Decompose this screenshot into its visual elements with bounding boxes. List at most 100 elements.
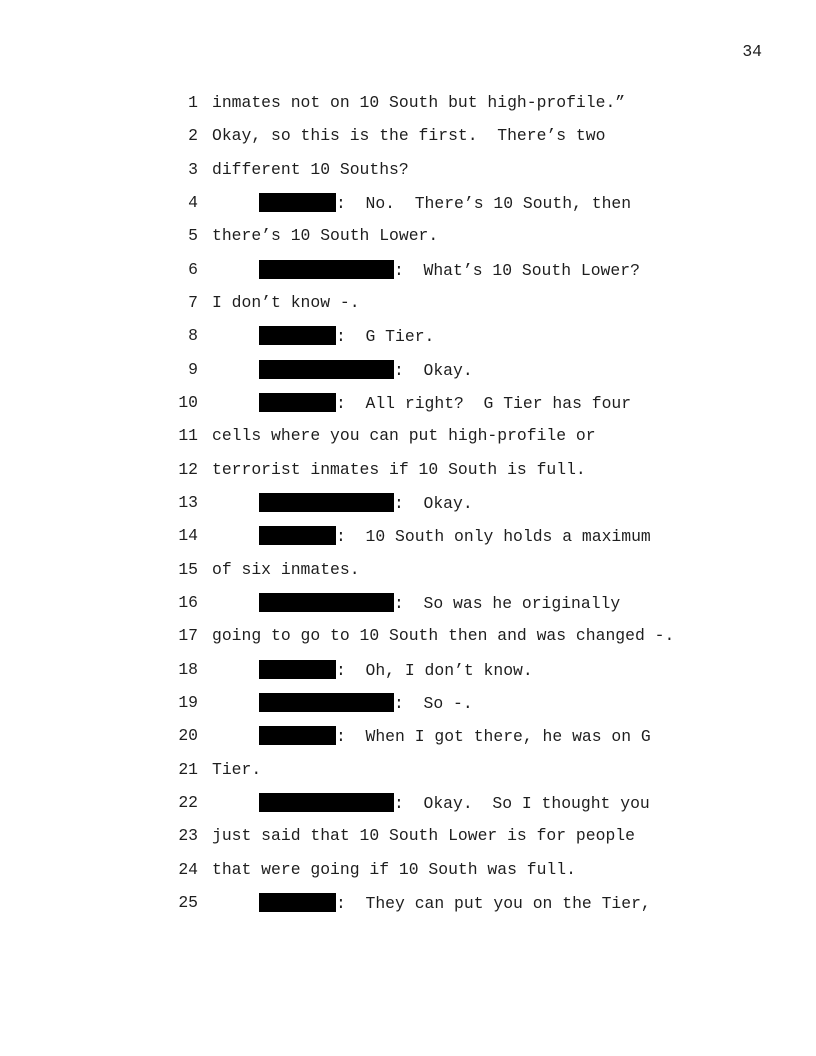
transcript-line: 10 : All right? G Tier has four [0, 392, 816, 414]
line-content: of six inmates. [212, 560, 360, 580]
line-text: different 10 Souths? [212, 159, 409, 179]
redacted-speaker-name [259, 492, 394, 512]
redacted-speaker-name [259, 192, 336, 212]
line-number: 20 [178, 726, 198, 746]
transcript-line: 18 : Oh, I don’t know. [0, 659, 816, 680]
line-content: : They can put you on the Tier, [212, 892, 651, 914]
line-content: I don’t know -. [212, 293, 360, 313]
transcript-line: 22 : Okay. So I thought you [0, 792, 816, 814]
line-number: 21 [178, 759, 198, 779]
line-number: 25 [178, 892, 198, 912]
transcript-line: 21 Tier. [0, 760, 816, 780]
line-text: : When I got there, he was on G [336, 727, 651, 747]
line-text: Okay, so this is the first. There’s two [212, 126, 606, 146]
transcript-line: 23 just said that 10 South Lower is for p… [0, 826, 816, 846]
line-content: : Okay. [212, 492, 473, 514]
transcript-line: 11 cells where you can put high-profile o… [0, 426, 816, 446]
transcript-line: 4 : No. There’s 10 South, then [0, 192, 816, 214]
line-number: 6 [188, 259, 198, 279]
transcript-line: 9 : Okay. [0, 359, 816, 381]
transcript-line: 14 : 10 South only holds a maximum [0, 526, 816, 546]
line-content: inmates not on 10 South but high-profile… [212, 93, 625, 113]
line-content: there’s 10 South Lower. [212, 226, 438, 246]
line-text: cells where you can put high-profile or [212, 426, 596, 446]
redacted-speaker-name [259, 526, 336, 546]
transcript-line: 12 terrorist inmates if 10 South is full. [0, 460, 816, 480]
line-text: terrorist inmates if 10 South is full. [212, 459, 586, 479]
page-number: 34 [742, 42, 762, 61]
line-number: 7 [188, 292, 198, 312]
redacted-speaker-name [259, 892, 336, 912]
transcript-line: 13 : Okay. [0, 492, 816, 514]
line-text: : All right? G Tier has four [336, 393, 632, 413]
line-content: : Okay. So I thought you [212, 792, 650, 814]
line-number: 10 [178, 392, 198, 412]
line-content: : No. There’s 10 South, then [212, 192, 632, 214]
line-number: 18 [178, 659, 198, 679]
transcript-line: 7 I don’t know -. [0, 293, 816, 313]
transcript-line: 19 : So -. [0, 692, 816, 714]
line-content: : All right? G Tier has four [212, 392, 632, 414]
transcript-line: 5 there’s 10 South Lower. [0, 226, 816, 246]
line-content: : What’s 10 South Lower? [212, 259, 640, 281]
line-number: 11 [178, 426, 198, 446]
line-content: going to go to 10 South then and was cha… [212, 626, 674, 646]
redacted-speaker-name [259, 592, 394, 612]
redacted-speaker-name [259, 692, 394, 712]
line-text: : 10 South only holds a maximum [336, 527, 651, 547]
line-text: : Okay. So I thought you [394, 793, 650, 813]
line-number: 14 [178, 526, 198, 546]
transcript-line: 1 inmates not on 10 South but high-profil… [0, 93, 816, 113]
line-text: : So was he originally [394, 593, 621, 613]
line-content: : 10 South only holds a maximum [212, 526, 651, 547]
line-content: terrorist inmates if 10 South is full. [212, 460, 586, 480]
line-content: cells where you can put high-profile or [212, 426, 596, 446]
redacted-speaker-name [259, 792, 394, 812]
redacted-speaker-name [259, 326, 336, 346]
line-content: : So was he originally [212, 592, 621, 614]
transcript-line: 16: So was he originally [0, 592, 816, 614]
line-content: : Okay. [212, 359, 473, 381]
line-text: Tier. [212, 759, 262, 779]
line-content: just said that 10 South Lower is for peo… [212, 826, 635, 846]
line-number: 23 [178, 826, 198, 846]
transcript-line: 8 : G Tier. [0, 326, 816, 346]
line-number: 2 [188, 126, 198, 146]
line-content: Tier. [212, 760, 261, 780]
line-number: 1 [188, 93, 198, 112]
transcript-line: 20 : When I got there, he was on G [0, 726, 816, 746]
transcript-line: 15 of six inmates. [0, 560, 816, 580]
line-text: : No. There’s 10 South, then [336, 193, 632, 213]
line-text: : G Tier. [336, 327, 435, 347]
redacted-speaker-name [259, 659, 336, 679]
line-text: just said that 10 South Lower is for peo… [212, 826, 635, 846]
line-text: : What’s 10 South Lower? [394, 260, 640, 280]
line-number: 19 [178, 692, 198, 712]
line-text: : They can put you on the Tier, [336, 893, 651, 913]
line-content: Okay, so this is the first. There’s two [212, 126, 605, 146]
line-content: : G Tier. [212, 326, 434, 347]
line-number: 12 [178, 459, 198, 479]
line-number: 22 [178, 792, 198, 812]
line-text: : Oh, I don’t know. [336, 660, 533, 680]
line-text: that were going if 10 South was full. [212, 859, 576, 879]
line-text: inmates not on 10 South but high-profile… [212, 93, 626, 112]
line-text: : So -. [394, 693, 473, 713]
line-content: that were going if 10 South was full. [212, 860, 576, 880]
line-text: of six inmates. [212, 559, 360, 579]
line-number: 4 [188, 192, 198, 212]
redacted-speaker-name [259, 359, 394, 379]
redacted-speaker-name [259, 726, 336, 746]
line-number: 9 [188, 359, 198, 379]
line-number: 5 [188, 226, 198, 246]
line-content: different 10 Souths? [212, 160, 409, 180]
line-content: : So -. [212, 692, 473, 714]
line-number: 15 [178, 559, 198, 579]
line-number: 8 [188, 326, 198, 346]
transcript-line: 6 : What’s 10 South Lower? [0, 259, 816, 281]
line-text: there’s 10 South Lower. [212, 226, 439, 246]
line-text: I don’t know -. [212, 292, 360, 312]
line-number: 13 [178, 492, 198, 512]
